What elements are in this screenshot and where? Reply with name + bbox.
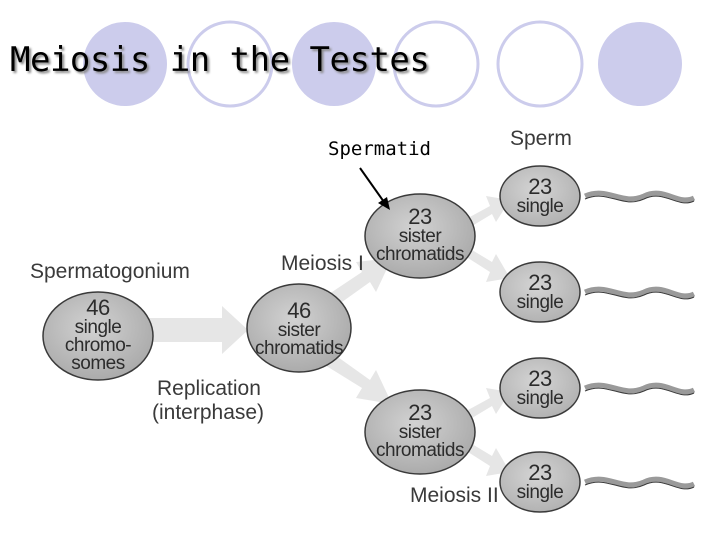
decor-circle-filled bbox=[83, 22, 167, 106]
cell-line: chromo- bbox=[64, 335, 132, 356]
cell-line: sister bbox=[398, 226, 442, 247]
sperm-tail-edge bbox=[584, 291, 695, 300]
sperm-1-text: 23 single bbox=[500, 174, 580, 217]
sperm-head bbox=[499, 451, 581, 513]
cell-number: 46 bbox=[86, 295, 110, 320]
sperm-4 bbox=[499, 451, 696, 513]
meiosis-1-label: Meiosis I bbox=[281, 252, 364, 275]
sperm-number: 23 bbox=[528, 174, 552, 199]
sperm-4-text: 23 single bbox=[500, 460, 580, 503]
spermatogonium-cell bbox=[42, 291, 154, 381]
cell-line: chromatids bbox=[376, 440, 464, 461]
sperm-tail bbox=[584, 286, 696, 299]
page-title: Meiosis in the Testes bbox=[10, 40, 430, 80]
cell-number: 23 bbox=[408, 400, 432, 425]
pointer-arrowhead bbox=[378, 197, 390, 210]
cell-line: chromatids bbox=[255, 338, 343, 359]
meiosis2-arrow-1 bbox=[468, 196, 510, 226]
sperm-number: 23 bbox=[528, 366, 552, 391]
cell-line: somes bbox=[71, 353, 125, 374]
meiosis2-arrow-3 bbox=[468, 388, 510, 418]
sperm-label: Sperm bbox=[510, 127, 572, 150]
interphase-label: (interphase) bbox=[152, 401, 265, 424]
sperm-head bbox=[499, 165, 581, 227]
spermatogonium-label: Spermatogonium bbox=[30, 260, 190, 283]
sperm-chromosome-label: single bbox=[516, 196, 564, 217]
sperm-2 bbox=[499, 261, 696, 323]
cell-number: 23 bbox=[408, 204, 432, 229]
decor-circle-filled bbox=[598, 22, 682, 106]
sperm-chromosome-label: single bbox=[516, 482, 564, 503]
cells bbox=[42, 193, 476, 475]
sperm-tail-edge bbox=[584, 387, 695, 396]
meiosis-2-label: Meiosis II bbox=[410, 484, 499, 507]
sperm-head bbox=[499, 261, 581, 323]
cell-line: sister bbox=[398, 422, 442, 443]
sperm-2-text: 23 single bbox=[500, 270, 580, 313]
sperm-tail bbox=[584, 190, 696, 203]
sperm-tail-edge bbox=[584, 195, 695, 204]
replicated-cell bbox=[246, 283, 352, 373]
sperm-3 bbox=[499, 357, 696, 419]
spermatid-pointer bbox=[359, 167, 390, 210]
sperm-number: 23 bbox=[528, 460, 552, 485]
replication-label: Replication bbox=[157, 377, 261, 400]
decor-circle-outline bbox=[496, 20, 584, 108]
decor-circle-filled bbox=[292, 22, 376, 106]
cell-line: sister bbox=[277, 320, 321, 341]
sperm-chromosome-label: single bbox=[516, 388, 564, 409]
sperm-3-text: 23 single bbox=[500, 366, 580, 409]
sperm-tail bbox=[584, 476, 696, 489]
sperm-number: 23 bbox=[528, 270, 552, 295]
cell-line: single bbox=[74, 317, 122, 338]
sperm-head bbox=[499, 357, 581, 419]
meiosis1-top-cell-text: 23 sister chromatids bbox=[370, 204, 470, 265]
meiosis1-top-cell bbox=[364, 193, 476, 279]
cell-line: chromatids bbox=[376, 244, 464, 265]
pointer-line bbox=[359, 167, 385, 203]
meiosis2-arrow-2 bbox=[468, 250, 510, 282]
meiosis2-arrow-4 bbox=[468, 444, 510, 476]
sperm-tail bbox=[584, 382, 696, 395]
meiosis1-bottom-cell-text: 23 sister chromatids bbox=[370, 400, 470, 461]
decorative-circles bbox=[83, 20, 682, 108]
meiosis1-bottom-cell bbox=[364, 389, 476, 475]
sperm-chromosome-label: single bbox=[516, 292, 564, 313]
replicated-cell-text: 46 sister chromatids bbox=[249, 298, 349, 359]
meiosis1-arrow-down bbox=[320, 350, 392, 404]
spermatogonium-cell-text: 46 single chromo- somes bbox=[48, 295, 148, 374]
decor-circle-outline bbox=[186, 20, 274, 108]
sperm-1 bbox=[499, 165, 696, 227]
replication-arrow bbox=[140, 306, 248, 354]
sperm-tail-edge bbox=[584, 481, 695, 490]
spermatid-label: Spermatid bbox=[328, 138, 431, 160]
decor-circle-outline bbox=[392, 20, 480, 108]
sperm-group bbox=[499, 165, 696, 513]
cell-number: 46 bbox=[287, 298, 311, 323]
